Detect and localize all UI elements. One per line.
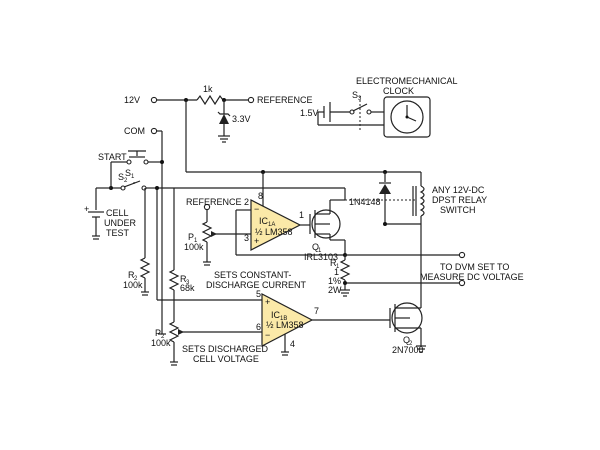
label-s2-sub: 2 [124, 178, 128, 184]
label-r3-sub: 3 [186, 280, 190, 286]
label-ic1a-plus: + [254, 236, 259, 246]
label-s2: S [118, 172, 124, 182]
resistor-r2 [139, 257, 151, 279]
terminal-com [150, 127, 158, 135]
clock-icon [383, 96, 431, 138]
label-pin4: 4 [290, 339, 295, 349]
label-r2-sub: 2 [134, 276, 138, 282]
label-pin6: 6 [256, 322, 261, 332]
terminal-reference-out [247, 96, 255, 104]
label-relay-3: SWITCH [440, 205, 476, 215]
label-s3-sub: 3 [358, 96, 362, 102]
switch-s1-start [111, 150, 162, 165]
label-p1-value: 100k [184, 242, 204, 252]
label-com: COM [124, 126, 145, 136]
label-start: START [98, 152, 127, 162]
label-1k: 1k [203, 84, 213, 94]
terminal-dvm-positive [458, 251, 466, 259]
label-r2: R [128, 270, 135, 280]
label-s1: S [125, 168, 131, 178]
opamp-ic1b [261, 293, 314, 347]
label-ic1a-part: ½ LM358 [255, 227, 293, 237]
terminal-12v [150, 96, 158, 104]
resistor-r3 [168, 269, 180, 291]
label-ic1b: IC [271, 310, 281, 320]
label-q1-part: IRL3103 [304, 252, 338, 262]
label-test: TEST [106, 228, 130, 238]
label-q2-part: 2N7000 [392, 345, 424, 355]
label-ic1b-plus: + [265, 297, 270, 307]
label-reference-out: REFERENCE [257, 95, 313, 105]
zener-diode-3v3 [217, 100, 231, 143]
label-p2-sub: 2 [161, 334, 165, 340]
battery-cell-under-test [88, 211, 104, 218]
label-r1-sub: 1 [336, 264, 340, 270]
label-ic1a: IC [259, 216, 269, 226]
label-q2-sub: 2 [409, 341, 413, 347]
label-ic1b-part: ½ LM358 [266, 320, 304, 330]
battery-1v5 [323, 102, 331, 122]
label-s1-sub: 1 [131, 174, 135, 180]
potentiometer-p1 [201, 221, 213, 243]
label-r3: R [180, 274, 187, 284]
label-sets-cc-1: SETS CONSTANT- [214, 270, 291, 280]
label-p2: P [155, 328, 161, 338]
label-r1: R [330, 258, 337, 268]
label-12v: 12V [124, 95, 140, 105]
label-clock-title: ELECTROMECHANICAL [356, 76, 458, 86]
label-zener-3v3: 3.3V [232, 114, 251, 124]
label-ic1b-sub: 1B [280, 316, 287, 322]
label-p1: P [188, 232, 194, 242]
label-p2-value: 100k [151, 338, 171, 348]
label-pin5: 5 [256, 289, 261, 299]
label-pin3: 3 [244, 233, 249, 243]
diode-1n4148 [379, 182, 391, 194]
label-r1-value-3: 2W [328, 285, 342, 295]
label-pin2: 2 [244, 197, 249, 207]
label-dvm-2: MEASURE DC VOLTAGE [420, 272, 524, 282]
label-r1-value-2: 1% [328, 276, 341, 286]
mosfet-q1 [309, 200, 341, 240]
potentiometer-p2 [168, 321, 180, 343]
label-under: UNDER [104, 218, 137, 228]
resistor-r1 [339, 259, 351, 281]
label-sets-dc-1: SETS DISCHARGED [182, 344, 269, 354]
label-q2: Q [403, 335, 410, 345]
label-r2-value: 100k [123, 280, 143, 290]
label-s3: S [352, 90, 358, 100]
supply-12v-rail [157, 94, 248, 106]
label-relay-2: DPST RELAY [432, 195, 487, 205]
label-q1-sub: 1 [318, 248, 322, 254]
label-1v5: 1.5V [300, 108, 319, 118]
label-reference-in: REFERENCE [186, 197, 242, 207]
label-pin7: 7 [314, 306, 319, 316]
label-q1: Q [312, 242, 319, 252]
label-ic1a-minus: − [254, 204, 259, 214]
terminal-dvm-negative [458, 279, 466, 287]
label-ic1b-minus: − [265, 330, 270, 340]
mosfet-q2 [389, 302, 423, 334]
label-clock-subtitle: CLOCK [383, 86, 414, 96]
opamp-ic1a [250, 199, 302, 251]
label-pin8: 8 [258, 191, 263, 201]
label-cell-plus: + [84, 204, 89, 214]
label-pin1: 1 [299, 210, 304, 220]
label-relay-1: ANY 12V-DC [432, 185, 485, 195]
switch-s3 [349, 96, 384, 132]
label-r1-value-1: 1 [334, 267, 339, 277]
label-r3-value: 68k [180, 283, 195, 293]
label-p1-sub: 1 [194, 238, 198, 244]
label-cell: CELL [106, 208, 129, 218]
label-sets-dc-2: CELL VOLTAGE [193, 354, 259, 364]
label-dvm-1: TO DVM SET TO [440, 262, 509, 272]
label-1n4148: 1N4148 [349, 197, 381, 207]
terminal-reference-in [203, 203, 211, 211]
label-ic1a-sub: 1A [268, 222, 275, 228]
label-sets-cc-2: DISCHARGE CURRENT [206, 280, 307, 290]
relay-coil [412, 172, 425, 224]
